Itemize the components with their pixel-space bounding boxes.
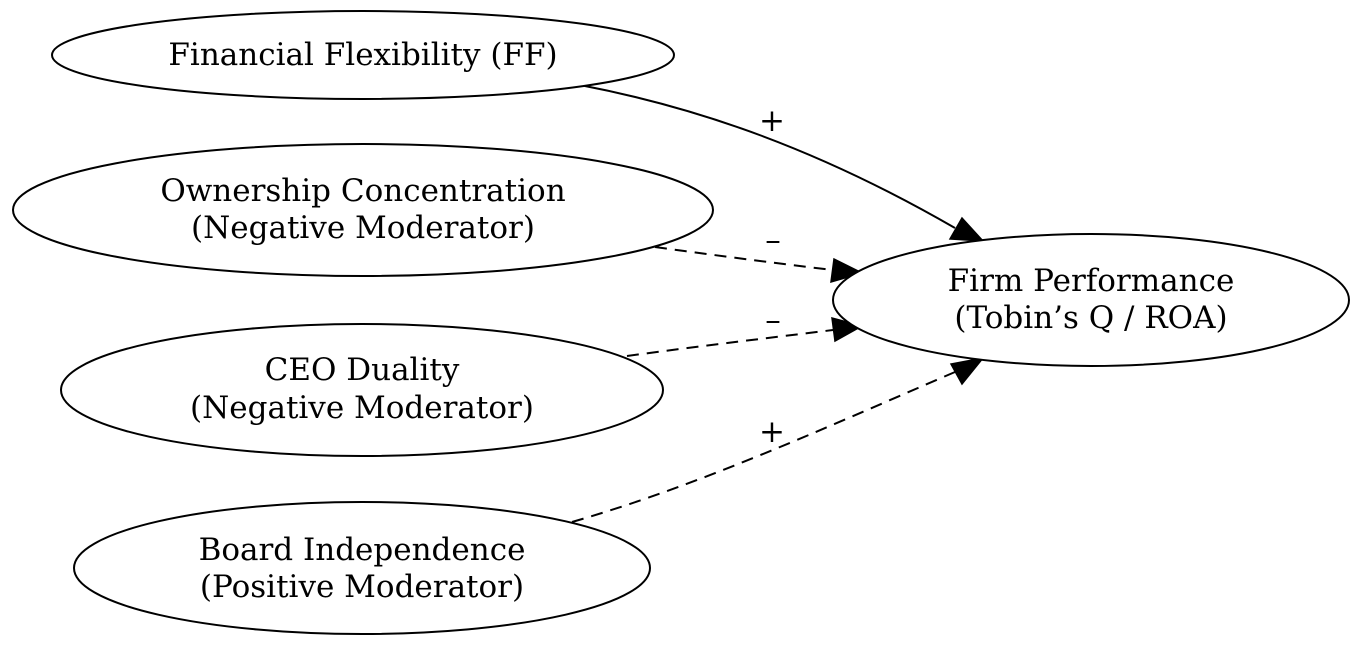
node-label: Ownership Concentration: [160, 173, 565, 209]
node-ceo-duality: CEO Duality (Negative Moderator): [60, 323, 664, 457]
node-label: Firm Performance: [948, 263, 1235, 299]
arrowhead: [830, 257, 865, 284]
arrowhead: [948, 216, 985, 242]
node-label: Board Independence: [199, 532, 526, 568]
node-sublabel: (Negative Moderator): [191, 210, 535, 246]
edge-label-ff: +: [759, 103, 785, 139]
node-sublabel: (Negative Moderator): [190, 390, 534, 426]
edge-label-ownership: –: [765, 222, 781, 258]
node-firm-performance: Firm Performance (Tobin’s Q / ROA): [832, 233, 1350, 367]
node-financial-flexibility: Financial Flexibility (FF): [51, 10, 675, 100]
node-board-independence: Board Independence (Positive Moderator): [73, 501, 651, 635]
edge-label-board: +: [759, 414, 785, 450]
edge-ceo-to-performance: –: [626, 302, 864, 357]
arrowhead: [949, 356, 985, 386]
node-ownership-concentration: Ownership Concentration (Negative Modera…: [12, 143, 714, 277]
node-sublabel: (Tobin’s Q / ROA): [954, 300, 1227, 336]
node-sublabel: (Positive Moderator): [200, 569, 524, 605]
edge-board-to-performance: +: [571, 356, 985, 523]
edge-ff-to-performance: +: [579, 84, 985, 242]
edge-label-ceo: –: [765, 302, 781, 338]
node-label: CEO Duality: [265, 352, 460, 388]
node-label: Financial Flexibility (FF): [168, 37, 557, 73]
edge-ownership-to-performance: –: [654, 222, 865, 284]
